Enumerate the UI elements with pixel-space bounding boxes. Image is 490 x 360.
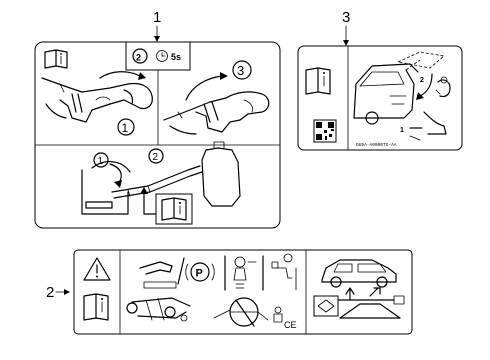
tailgate-step-2: 2 <box>420 77 424 84</box>
jack-handling-icon <box>139 257 185 289</box>
owner-manual-icon-4 <box>83 293 109 321</box>
steering-wheel-icon <box>213 297 269 327</box>
owner-manual-icon-2 <box>155 193 193 225</box>
fuel-filler-label: 2 5s <box>34 41 281 229</box>
owner-manual-icon-3 <box>305 67 331 95</box>
callout-3-label: 3 <box>342 9 350 26</box>
vehicle-lift-icon <box>313 287 405 319</box>
parking-brake-icon: P <box>185 262 215 282</box>
callout-2-label: 2 <box>46 284 54 301</box>
step-3-circle <box>232 60 252 80</box>
fuel-can-icon <box>201 147 241 207</box>
lock-icon <box>273 306 283 323</box>
fuel-nozzle-icon: 1 <box>41 71 153 136</box>
qr-code-icon <box>313 119 337 143</box>
parking-brake-letter: P <box>196 268 203 280</box>
wait-step-number: 2 <box>136 53 141 63</box>
ce-mark: CE <box>284 320 297 330</box>
warning-triangle-icon <box>83 257 111 281</box>
step-1-circle <box>117 118 135 136</box>
callout-1-label: 1 <box>153 9 161 26</box>
step-circle <box>132 48 148 64</box>
wait-time-text: 5s <box>171 52 181 62</box>
step-3-number: 3 <box>237 63 244 78</box>
vehicle-icon <box>353 51 445 125</box>
wait-time-box: 2 5s <box>125 41 191 71</box>
label-3-outline <box>297 45 463 151</box>
step-1-number: 1 <box>122 121 129 135</box>
tailgate-step-1: 1 <box>400 127 404 134</box>
fuel-nozzle-removal-icon: 3 <box>163 60 270 135</box>
vehicle-side-icon <box>321 259 397 288</box>
bottom-step-2-number: 2 <box>153 152 159 163</box>
part-code-text: DU5A-A0000TG-AA <box>356 142 397 148</box>
warning-label: P <box>73 249 413 335</box>
axle-stand-icon <box>126 297 191 322</box>
clock-icon <box>156 50 168 62</box>
gear-shift-icon <box>271 253 297 291</box>
owner-manual-icon <box>44 49 68 69</box>
fuel-can-diagram: 1 2 <box>81 141 241 215</box>
label-2-outline <box>73 249 413 335</box>
ignition-key-icon <box>233 256 257 289</box>
bottom-step-1-number: 1 <box>98 156 104 167</box>
callout-2: 2 <box>46 284 70 301</box>
tailgate-operation-icon: 2 1 <box>400 73 451 141</box>
callout-3: 3 <box>342 9 350 46</box>
callout-1: 1 <box>153 9 161 42</box>
tailgate-label: 2 1 DU5A-A0000TG-AA <box>297 45 463 151</box>
